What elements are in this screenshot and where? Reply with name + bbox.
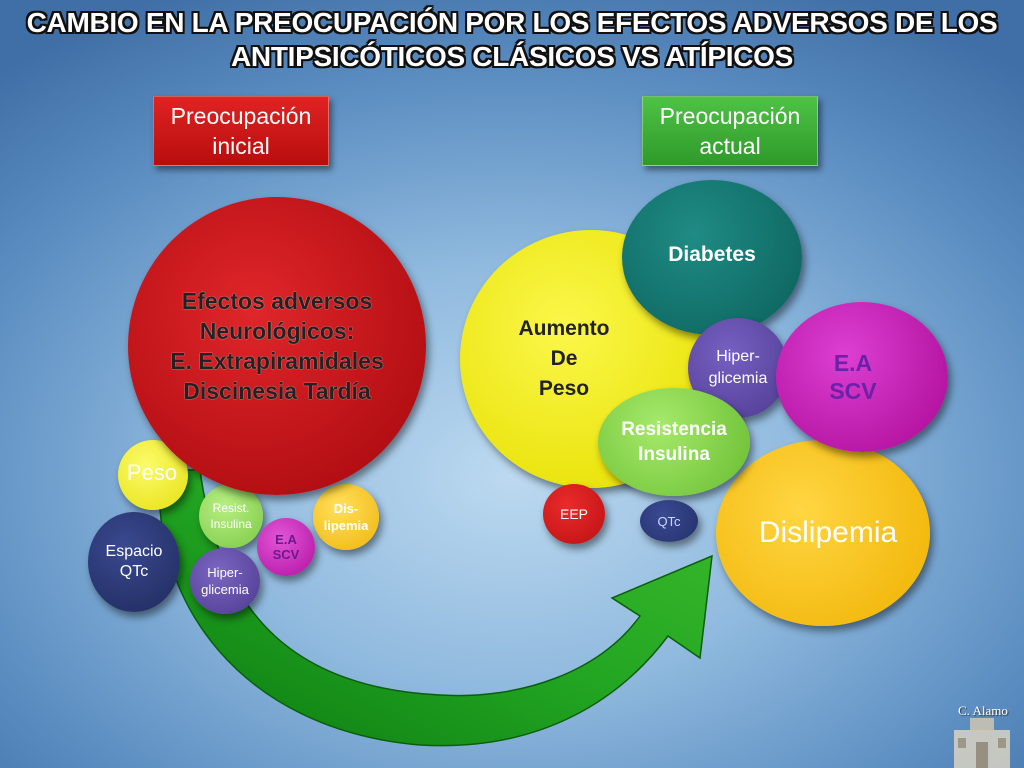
circle-resist-insulina-small: Resist. Insulina xyxy=(199,484,263,548)
current-concern-label: Preocupación actual xyxy=(642,96,818,166)
circle-diabetes: Diabetes xyxy=(622,180,802,335)
diabetes-label: Diabetes xyxy=(668,242,756,266)
initial-concern-line-1: Preocupación xyxy=(170,103,312,129)
espacio-line-2: QTc xyxy=(119,563,149,580)
circle-eascv-small: E.A SCV xyxy=(257,518,315,576)
main-line-3: E. Extrapiramidales xyxy=(170,348,384,374)
circle-dislipemia-large: Dislipemia xyxy=(716,440,930,626)
slide-title: CAMBIO EN LA PREOCUPACIÓN POR LOS EFECTO… xyxy=(0,6,1024,74)
resist-small-line-2: Insulina xyxy=(210,517,252,531)
circle-qtc: QTc xyxy=(640,500,698,542)
aumento-line-1: Aumento xyxy=(518,317,610,340)
main-line-1: Efectos adversos xyxy=(181,288,373,314)
title-line-2: ANTIPSICÓTICOS CLÁSICOS VS ATÍPICOS xyxy=(231,41,793,72)
peso-small-label: Peso xyxy=(126,460,178,485)
circle-hiperglicemia-small: Hiper- glicemia xyxy=(190,548,260,614)
resist-small-line-1: Resist. xyxy=(212,501,250,515)
hiper-line-2: glicemia xyxy=(708,370,768,387)
circle-main-neurological: Efectos adversos Neurológicos: E. Extrap… xyxy=(128,197,426,495)
resistencia-line-2: Insulina xyxy=(638,444,710,465)
eep-label: EEP xyxy=(559,506,588,522)
circle-espacio-qtc: Espacio QTc xyxy=(88,512,180,612)
resistencia-line-1: Resistencia xyxy=(621,419,727,440)
circle-eep: EEP xyxy=(543,484,605,544)
hiper-line-1: Hiper- xyxy=(716,348,760,365)
qtc-label: QTc xyxy=(657,513,681,529)
hiper-small-line-2: glicemia xyxy=(201,582,249,597)
espacio-line-1: Espacio xyxy=(105,543,163,560)
current-concern-line-2: actual xyxy=(699,133,761,159)
eascv-small-line-2: SCV xyxy=(272,547,300,562)
dislipemia-small-line-2: lipemia xyxy=(323,518,369,533)
author-credit: C. Alamo xyxy=(958,703,1008,718)
title-line-1: CAMBIO EN LA PREOCUPACIÓN POR LOS EFECTO… xyxy=(26,7,998,38)
circle-resistencia-insulina: Resistencia Insulina xyxy=(598,388,750,496)
aumento-line-2: De xyxy=(550,347,578,370)
eascv-line-1: E.A xyxy=(833,350,873,376)
dislipemia-small-line-1: Dis- xyxy=(333,501,359,516)
hiper-small-line-1: Hiper- xyxy=(207,565,243,580)
initial-concern-label: Preocupación inicial xyxy=(153,96,329,166)
eascv-small-line-1: E.A xyxy=(275,532,297,547)
main-line-4: Discinesia Tardía xyxy=(183,378,371,404)
eascv-line-2: SCV xyxy=(829,378,877,404)
circle-dislipemia-small: Dis- lipemia xyxy=(313,484,379,550)
dislipemia-large-label: Dislipemia xyxy=(758,516,898,549)
circle-eascv: E.A SCV xyxy=(776,302,948,452)
initial-concern-line-2: inicial xyxy=(212,133,270,159)
current-concern-line-1: Preocupación xyxy=(659,103,801,129)
main-line-2: Neurológicos: xyxy=(199,318,355,344)
aumento-line-3: Peso xyxy=(538,377,590,400)
building-logo xyxy=(954,718,1010,768)
